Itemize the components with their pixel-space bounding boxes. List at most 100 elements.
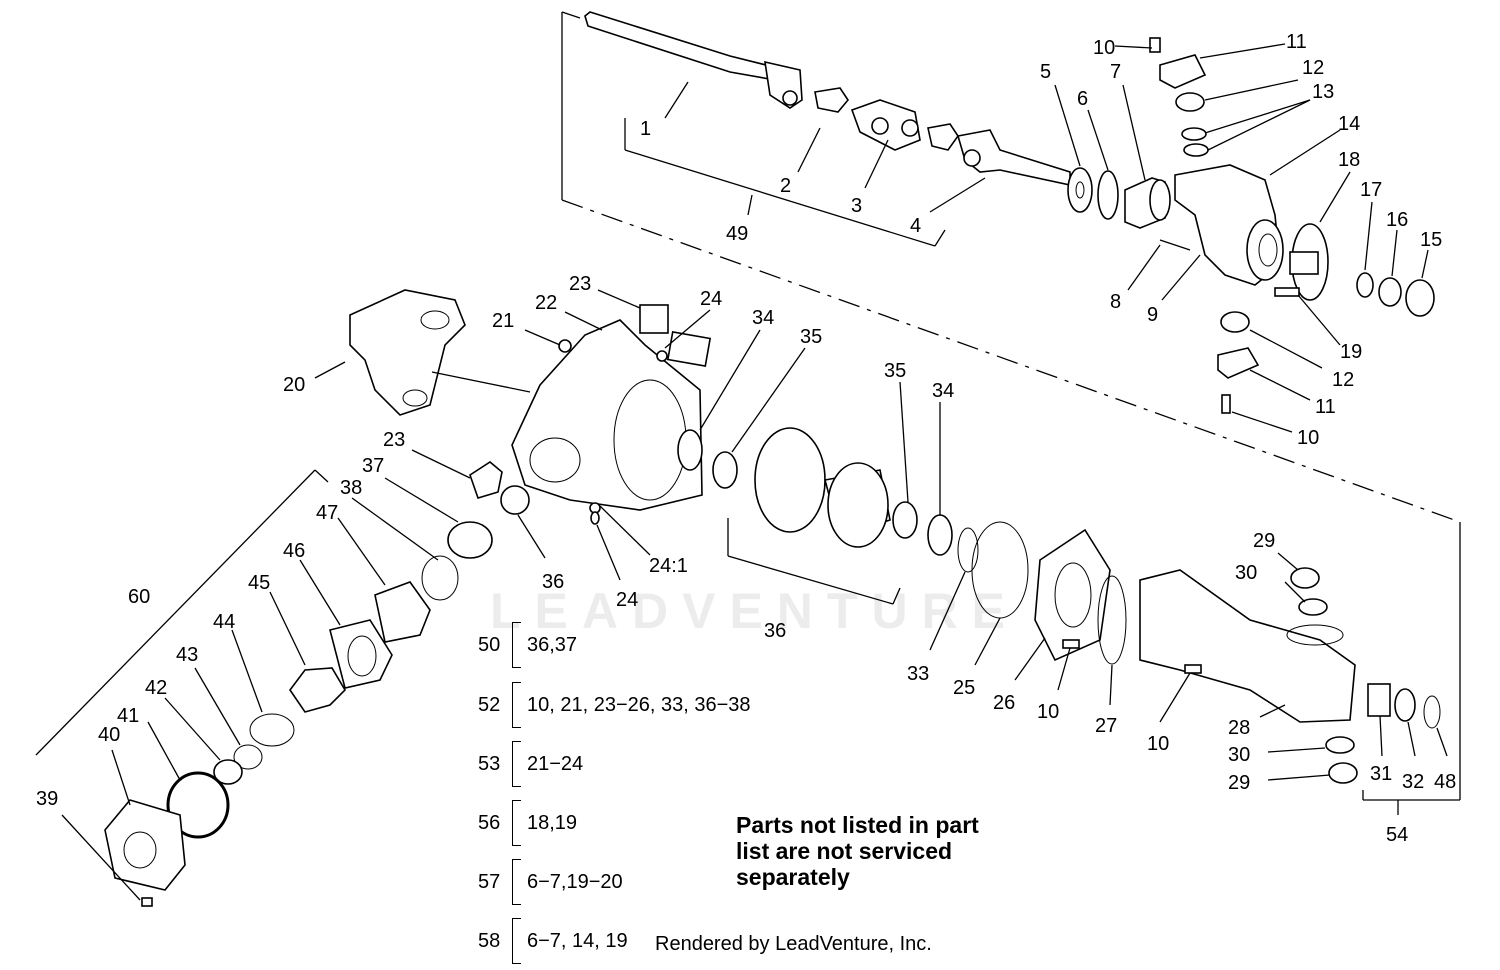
o-ring-33-part — [957, 527, 979, 573]
callout-34b: 34 — [932, 380, 954, 402]
callout-43: 43 — [176, 644, 198, 666]
callout-45: 45 — [248, 572, 270, 594]
vent-24-part — [656, 350, 668, 362]
carrier-46-part — [329, 619, 393, 689]
callout-23a: 23 — [569, 273, 591, 295]
axle-shaft-part — [584, 11, 777, 82]
dust-cap-15-part — [1405, 279, 1435, 317]
axle-housing-28-part — [1139, 569, 1356, 723]
callout-48: 48 — [1434, 771, 1456, 793]
callout-34a: 34 — [752, 307, 774, 329]
kit-bracket — [512, 682, 521, 728]
kit-row: 52 10, 21, 23−26, 33, 36−38 — [478, 682, 751, 728]
callout-5: 5 — [1040, 61, 1051, 83]
bearing-37-part — [447, 521, 493, 559]
kit-parts: 6−7, 14, 19 — [527, 929, 628, 952]
breather-plate-part — [666, 330, 712, 368]
callout-44: 44 — [213, 611, 235, 633]
shim-13-part — [1181, 127, 1207, 141]
callout-2: 2 — [780, 175, 791, 197]
callout-40: 40 — [98, 724, 120, 746]
kit-number: 58 — [478, 929, 501, 952]
bolt-39-part — [141, 897, 153, 907]
callout-24a: 24 — [700, 288, 722, 310]
bearing-35b-part — [892, 501, 918, 539]
kit-row: 58 6−7, 14, 19 — [478, 918, 628, 964]
race-34b-part — [927, 514, 953, 556]
callout-10c: 10 — [1037, 701, 1059, 723]
bushing-12-part — [1175, 92, 1205, 112]
output-shaft-45-part — [289, 667, 347, 713]
callout-10d: 10 — [1147, 733, 1169, 755]
kit-bracket — [512, 918, 521, 964]
watermark-text: LEADVENTURE — [490, 583, 1020, 639]
callout-36a: 36 — [542, 571, 564, 593]
callout-7: 7 — [1110, 61, 1121, 83]
callout-32: 32 — [1402, 771, 1424, 793]
callout-28: 28 — [1228, 717, 1250, 739]
gear-case-group — [447, 304, 712, 559]
leader-lines — [61, 43, 1448, 901]
callout-10b: 10 — [1297, 427, 1319, 449]
callout-3: 3 — [851, 195, 862, 217]
snap-ring-48-part — [1423, 695, 1441, 729]
differential-group — [677, 427, 953, 605]
callout-36b: 36 — [764, 620, 786, 642]
callout-31: 31 — [1370, 763, 1392, 785]
kit-row: 57 6−7,19−20 — [478, 859, 623, 905]
render-credit: Rendered by LeadVenture, Inc. — [655, 933, 932, 955]
callout-9: 9 — [1147, 304, 1158, 326]
callout-35a: 35 — [800, 326, 822, 348]
callout-18: 18 — [1338, 149, 1360, 171]
callout-4: 4 — [910, 215, 921, 237]
callout-12a: 12 — [1302, 57, 1324, 79]
cover-26-part — [1034, 528, 1111, 662]
gasket-27-part — [1097, 575, 1127, 665]
pinion-36-part — [500, 485, 530, 515]
callout-41: 41 — [117, 705, 139, 727]
callout-1: 1 — [640, 118, 651, 140]
callout-30a: 30 — [1235, 562, 1257, 584]
snap-ring-43-part — [233, 744, 263, 770]
bolt-10c-part — [1062, 639, 1080, 649]
callout-25: 25 — [953, 677, 975, 699]
race-34-part — [677, 429, 703, 471]
ring-gear-part — [754, 427, 826, 533]
o-ring-41-part — [166, 771, 230, 839]
callout-20: 20 — [283, 374, 305, 396]
kit-row: 53 21−24 — [478, 741, 583, 787]
callout-42: 42 — [145, 677, 167, 699]
bushing-23b-part — [469, 461, 503, 499]
seal-32-part — [1394, 688, 1416, 722]
bolt-21-part — [558, 339, 572, 353]
kit-parts: 21−24 — [527, 752, 584, 775]
bolt-10-part — [1149, 37, 1161, 53]
callout-11a: 11 — [1286, 31, 1307, 53]
kit-number: 50 — [478, 633, 501, 656]
bolt-10b-part — [1221, 394, 1231, 414]
kit-number: 56 — [478, 811, 501, 834]
callout-35b: 35 — [884, 360, 906, 382]
callout-54: 54 — [1386, 824, 1408, 846]
kit-parts: 36,37 — [527, 633, 578, 656]
assembly-boundary — [561, 11, 1461, 800]
gasket-25-part — [971, 521, 1029, 619]
snap-ring-38-part — [421, 555, 459, 601]
callout-33: 33 — [907, 663, 929, 685]
callout-16: 16 — [1386, 209, 1408, 231]
kit-bracket — [512, 741, 521, 787]
race-30b-part — [1325, 736, 1355, 754]
cover-40-part — [104, 799, 186, 891]
callout-17: 17 — [1360, 179, 1382, 201]
kit-bracket — [512, 859, 521, 905]
u-joint-cross-part-2 — [927, 123, 959, 151]
knuckle-20-part — [349, 289, 466, 416]
kit-number: 53 — [478, 752, 501, 775]
kit-parts: 10, 21, 23−26, 33, 36−38 — [527, 693, 751, 716]
callout-27: 27 — [1095, 715, 1117, 737]
callout-49: 49 — [726, 223, 748, 245]
washer-17-part — [1356, 272, 1374, 298]
callout-37: 37 — [362, 455, 384, 477]
bolt-10d-part — [1184, 664, 1202, 674]
